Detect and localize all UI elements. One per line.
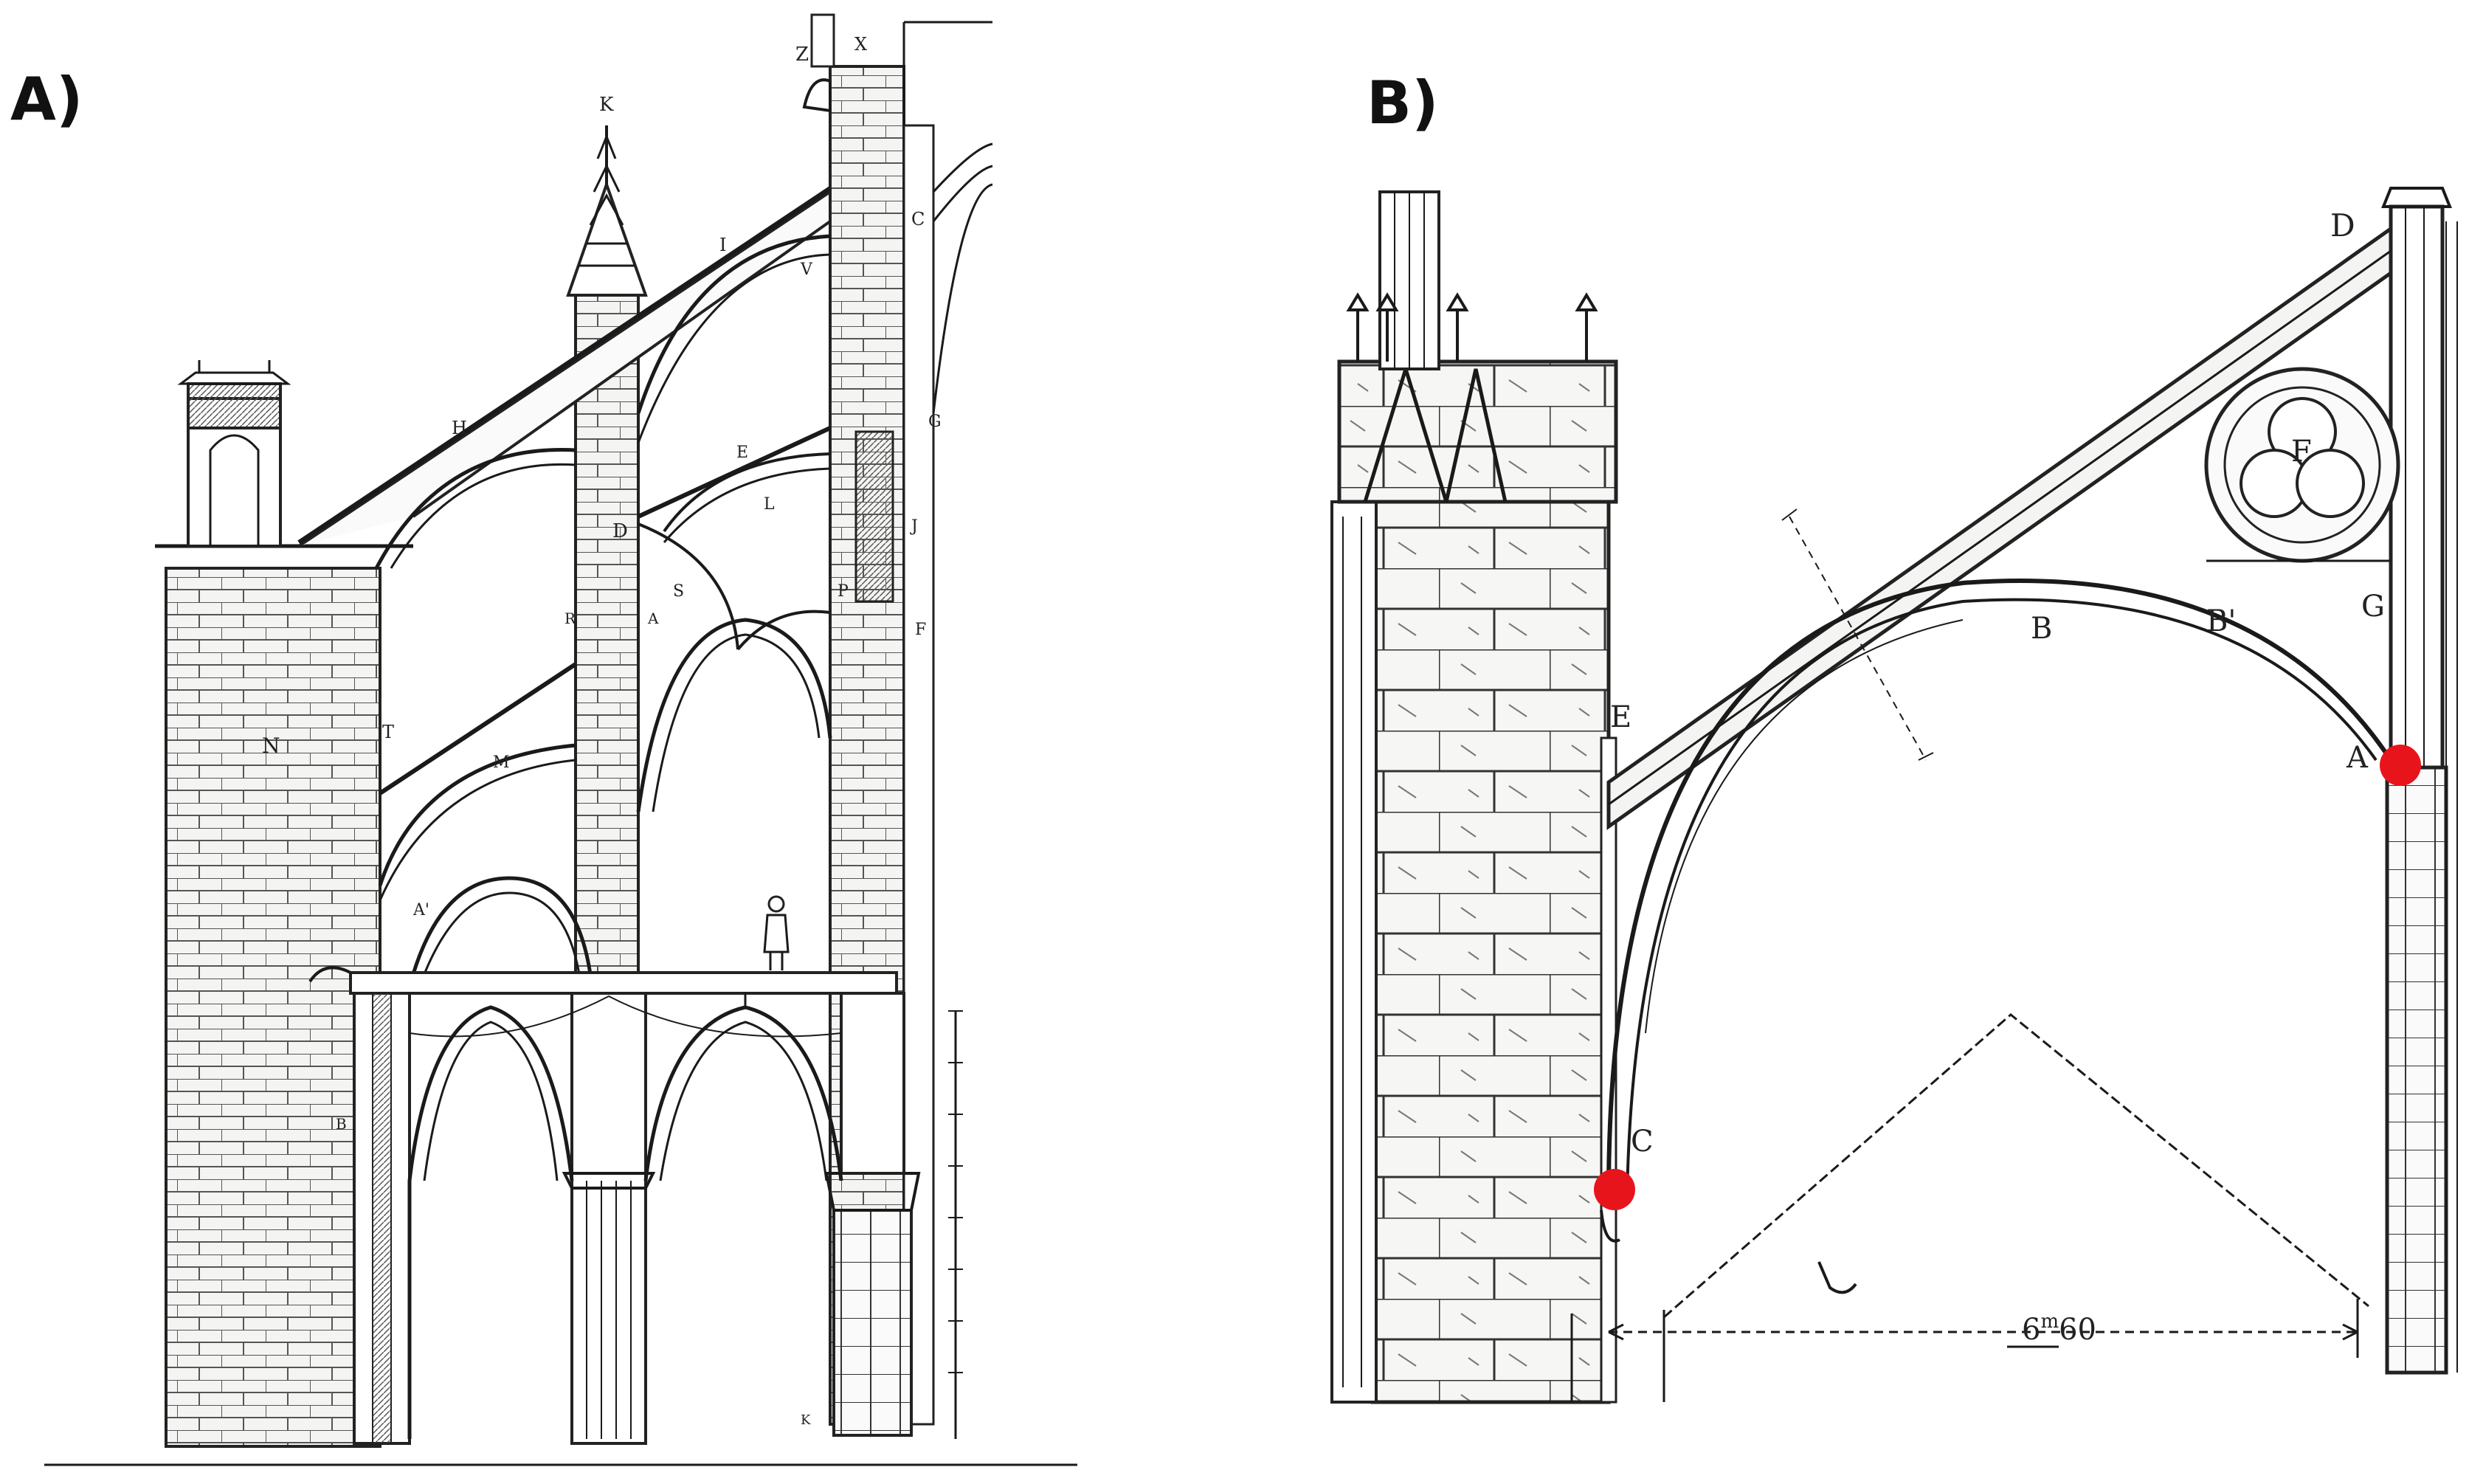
letter-b-g: G — [2361, 590, 2385, 624]
letter-c: C — [911, 209, 925, 229]
point-a-marker — [2380, 745, 2421, 786]
letter-x: X — [854, 34, 867, 55]
letter-b-b: B — [2031, 612, 2052, 646]
letter-r: R — [564, 610, 576, 627]
panel-a-label: A) — [10, 65, 83, 134]
letter-z: Z — [795, 44, 809, 66]
letter-m: M — [493, 753, 510, 772]
letter-t: T — [382, 722, 394, 742]
letter-a-prime: A' — [412, 901, 429, 919]
dimension-label: 6m60 — [2022, 1311, 2096, 1347]
letter-b-bprime: B' — [2206, 604, 2236, 638]
point-c-marker — [1594, 1169, 1635, 1210]
letter-n: N — [262, 734, 280, 758]
letter-p: P — [838, 582, 849, 601]
letter-d: D — [612, 520, 628, 542]
panel-a-drawing — [44, 13, 1077, 1466]
letter-k-bottom: K — [801, 1412, 811, 1428]
letter-b-f: F — [2291, 435, 2312, 469]
letter-h: H — [452, 418, 467, 438]
letter-a: A — [647, 610, 659, 627]
panel-b-label: B) — [1367, 69, 1439, 137]
letter-b-c: C — [1631, 1125, 1654, 1159]
letter-l: L — [764, 495, 775, 514]
letter-i: I — [719, 235, 726, 255]
letter-s: S — [673, 582, 684, 601]
letter-j: J — [910, 517, 918, 536]
letter-v: V — [800, 260, 813, 279]
letter-k: K — [599, 94, 614, 116]
letter-b-d: D — [2330, 207, 2355, 244]
panel-b-drawing — [1330, 187, 2458, 1404]
human-figure — [763, 895, 790, 970]
panel-b-letters: D F E B B' G A C 6m60 — [1610, 207, 2385, 1347]
trefoil-rose — [2204, 367, 2400, 563]
letter-f: F — [915, 621, 926, 639]
letter-e: E — [736, 444, 748, 462]
letter-b-e: E — [1610, 700, 1631, 734]
letter-b-a: A — [2346, 741, 2369, 775]
letter-g: G — [928, 413, 942, 431]
panel-a-letters: K Z X C I V H E G L D J S R A P F N T M … — [262, 34, 942, 1428]
letter-b: B — [336, 1115, 347, 1133]
